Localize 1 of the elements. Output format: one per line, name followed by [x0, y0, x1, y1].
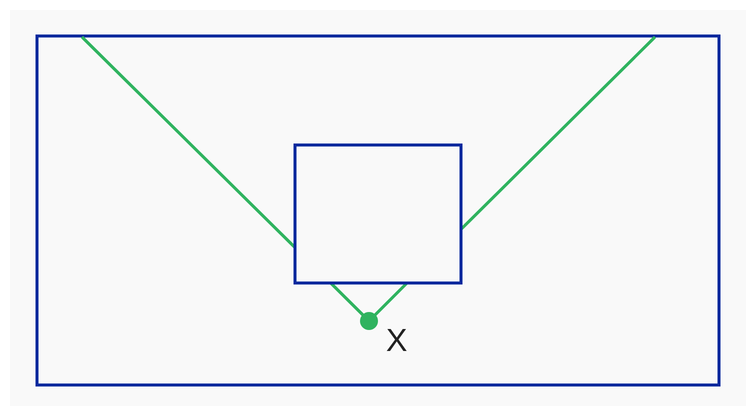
point-label: X: [386, 324, 408, 356]
